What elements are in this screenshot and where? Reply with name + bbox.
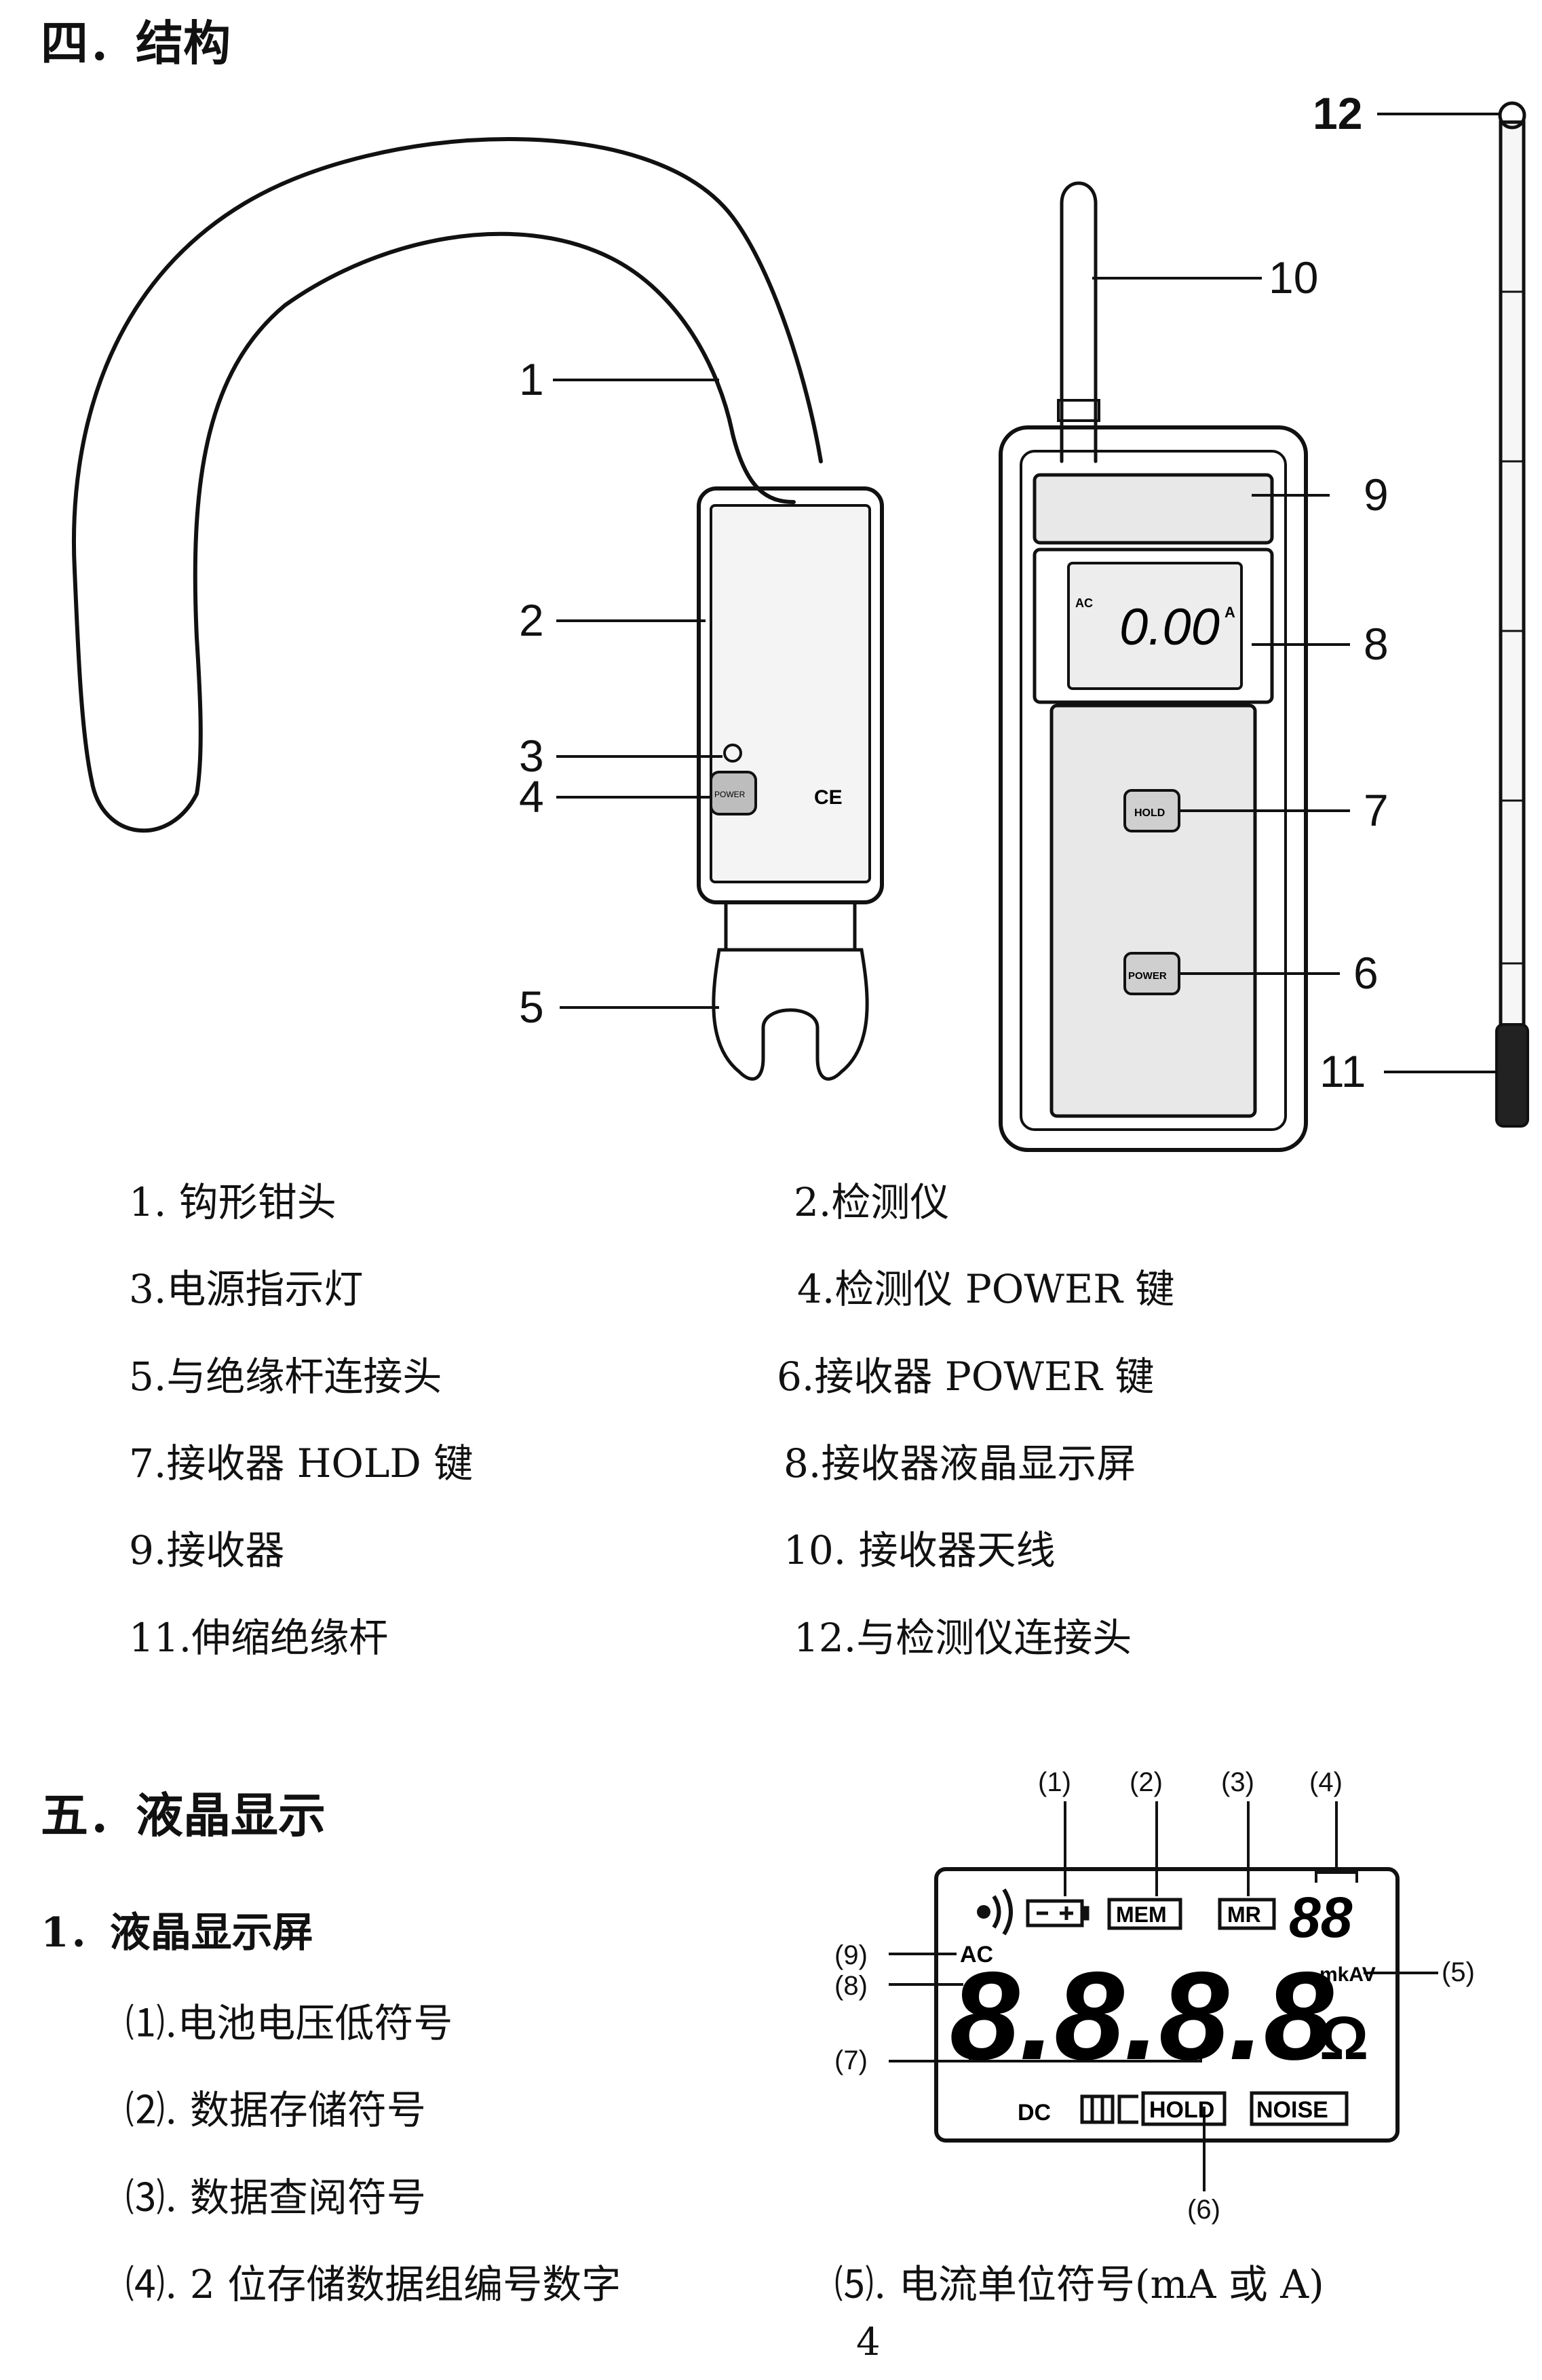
receiver-top-panel — [1033, 473, 1274, 545]
structure-diagram: 1 2 3 4 5 6 7 8 9 10 11 12 CE POWER AC 0… — [71, 88, 1529, 1152]
lcd-item: ⑵. 数据存储符号 — [126, 2087, 426, 2133]
lcd-callout-1: (1) — [1038, 1767, 1071, 1797]
detector-panel — [710, 504, 871, 883]
lcd-subheading: 1．液晶显示屏 — [41, 1909, 313, 1957]
unit-symbol: mkAV — [1319, 1963, 1376, 1986]
legend-item: 9.接收器 — [129, 1527, 285, 1573]
dc-symbol: DC — [1018, 2100, 1051, 2126]
rod-connector-head — [1498, 101, 1526, 130]
hold-button-label: HOLD — [1134, 807, 1165, 819]
hook-clamp-outline — [71, 137, 823, 833]
lcd-callout-3: (3) — [1221, 1767, 1254, 1797]
noise-symbol-box — [1250, 2091, 1349, 2126]
hold-symbol-box — [1141, 2091, 1227, 2126]
callout-12: 12 — [1313, 88, 1362, 138]
mem-symbol: MEM — [1116, 1902, 1167, 1927]
lcd-item: ⑴.电池电压低符号 — [126, 2000, 453, 2046]
ohm-symbol: Ω — [1319, 2005, 1368, 2073]
lcd-callout-9: (9) — [834, 1940, 868, 1970]
receiver-body-inner — [1020, 450, 1287, 1131]
lcd-callout-2: (2) — [1130, 1767, 1163, 1797]
power-indicator-light — [723, 744, 742, 763]
receiver-lcd-screen — [1067, 562, 1243, 690]
receiver-lcd-value: 0.00 — [1119, 598, 1220, 656]
callout-9: 9 — [1364, 469, 1389, 520]
legend-item: 5.与绝缘杆连接头 — [129, 1354, 442, 1400]
callout-11: 11 — [1319, 1046, 1366, 1096]
antenna-base — [1057, 399, 1100, 422]
group-number-digits: 88 — [1289, 1885, 1353, 1949]
legend-item: 2.检测仪 — [794, 1179, 950, 1225]
legend-item: 10. 接收器天线 — [784, 1527, 1056, 1573]
lcd-display-diagram: (1) (2) (3) (4) (5) (6) (7) (8) (9) — [834, 1767, 1475, 2225]
legend-item: 4.检测仪 POWER 键 — [797, 1266, 1175, 1312]
noise-symbol: NOISE — [1256, 2097, 1328, 2123]
signal-icon — [977, 1888, 1013, 1936]
legend-item: 7.接收器 HOLD 键 — [129, 1440, 474, 1486]
lcd-item: ⑸. 电流单位符号(mA 或 A) — [834, 2261, 1324, 2307]
antenna — [1060, 181, 1098, 463]
callout-10: 10 — [1269, 252, 1318, 303]
receiver-body-outer — [999, 425, 1308, 1152]
ac-symbol: AC — [960, 1942, 993, 1968]
lcd-callout-5: (5) — [1442, 1957, 1475, 1987]
main-digits: 8.8.8.8 — [950, 1946, 1334, 2086]
legend-item: 8.接收器液晶显示屏 — [784, 1440, 1136, 1486]
page-number: 4 — [856, 2320, 881, 2364]
lcd-callout-7: (7) — [834, 2046, 868, 2075]
connector-stem — [724, 900, 857, 952]
section-5-heading: 五．液晶显示 — [41, 1788, 326, 1843]
receiver-keypad-panel — [1049, 704, 1257, 1118]
ce-mark: CE — [814, 786, 843, 809]
lcd-item: ⑶. 数据查阅符号 — [126, 2174, 426, 2221]
callout-8: 8 — [1364, 619, 1389, 669]
receiver-power-label: POWER — [1128, 970, 1167, 982]
mem-symbol-box — [1107, 1898, 1182, 1930]
legend-item: 6.接收器 POWER 键 — [777, 1354, 1155, 1400]
callout-5: 5 — [519, 982, 544, 1032]
connector-head — [712, 948, 869, 1081]
callout-7: 7 — [1364, 785, 1389, 835]
lcd-callout-6: (6) — [1187, 2195, 1220, 2225]
low-battery-icon — [1026, 1899, 1090, 1927]
callout-2: 2 — [519, 595, 544, 645]
hold-symbol: HOLD — [1149, 2097, 1214, 2123]
callout-1: 1 — [519, 354, 544, 404]
telescopic-rod — [1499, 120, 1526, 1060]
mr-symbol-box — [1218, 1898, 1276, 1930]
receiver-lcd-frame — [1033, 548, 1274, 704]
section-4-heading: 四．结构 — [41, 16, 231, 71]
lcd-callout-4: (4) — [1309, 1767, 1343, 1797]
clamp-icon — [1080, 2094, 1138, 2124]
legend-item: 3.电源指示灯 — [129, 1266, 364, 1312]
receiver-lcd-unit: A — [1225, 604, 1235, 621]
legend-item: 1. 钩形钳头 — [129, 1179, 336, 1225]
callout-6: 6 — [1353, 948, 1379, 998]
callout-4: 4 — [519, 771, 544, 822]
detector-power-button — [710, 771, 757, 815]
detector-power-label: POWER — [714, 790, 746, 799]
legend-item: 12.与检测仪连接头 — [794, 1615, 1132, 1661]
lcd-frame — [934, 1867, 1400, 2143]
rod-grip — [1495, 1023, 1529, 1128]
legend-item: 11.伸缩绝缘杆 — [129, 1615, 389, 1661]
lcd-item: ⑷. 2 位存储数据组编号数字 — [126, 2261, 621, 2307]
callout-3: 3 — [519, 731, 544, 781]
receiver-lcd-ac: AC — [1075, 596, 1093, 610]
mr-symbol: MR — [1227, 1902, 1261, 1927]
lcd-callout-8: (8) — [834, 1971, 868, 2001]
